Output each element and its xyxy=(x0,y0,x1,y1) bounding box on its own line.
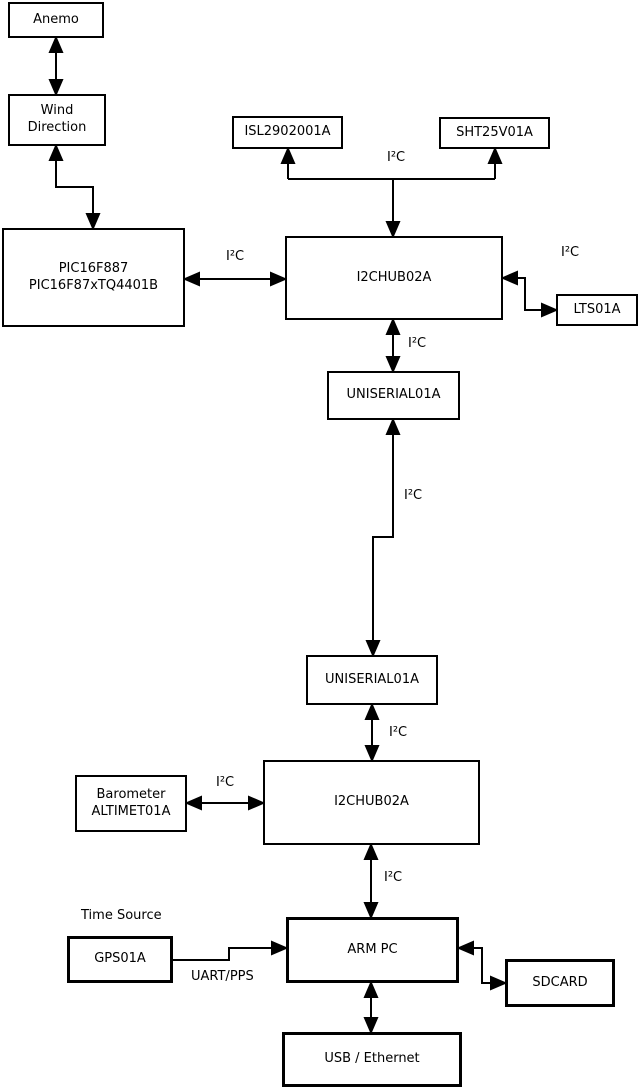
edge-gps-armpc xyxy=(173,940,289,961)
node-anemo-label: Anemo xyxy=(33,11,79,27)
node-i2chub02a-2-label: I2CHUB02A xyxy=(334,794,409,810)
edge-hub1-uniserial1 xyxy=(385,317,401,374)
edge-label-i2c-pic-hub: I²C xyxy=(226,249,245,264)
node-barometer-altimet01a-label: Barometer ALTIMET01A xyxy=(91,786,171,819)
edge-pic-hub1 xyxy=(182,271,288,287)
node-sht25v01a-label: SHT25V01A xyxy=(456,124,533,140)
edge-armpc-sdcard xyxy=(456,940,508,991)
node-uniserial01a-1: UNISERIAL01A xyxy=(327,371,460,420)
node-i2chub02a-1: I2CHUB02A xyxy=(285,236,503,320)
node-sdcard-label: SDCARD xyxy=(532,974,588,990)
edge-label-i2c-top: I²C xyxy=(387,150,406,165)
node-i2chub02a-1-label: I2CHUB02A xyxy=(356,269,432,285)
node-wind-direction: Wind Direction xyxy=(8,94,106,146)
node-arm-pc: ARM PC xyxy=(286,917,459,983)
node-isl2902001a: ISL2902001A xyxy=(232,116,343,149)
node-sdcard: SDCARD xyxy=(505,959,615,1007)
node-lts01a-label: LTS01A xyxy=(573,301,621,317)
edge-label-i2c-hub2-armpc: I²C xyxy=(384,870,403,885)
edge-anemo-wind xyxy=(48,35,64,97)
edge-label-i2c-barometer: I²C xyxy=(216,775,235,790)
node-wind-direction-label: Wind Direction xyxy=(27,103,87,135)
node-isl2902001a-label: ISL2902001A xyxy=(244,124,331,140)
node-sht25v01a: SHT25V01A xyxy=(439,117,550,149)
edge-label-i2c-lts: I²C xyxy=(561,245,580,260)
edge-label-uart-pps: UART/PPS xyxy=(191,969,254,984)
edge-wind-pic xyxy=(48,143,101,231)
node-anemo: Anemo xyxy=(8,2,104,38)
edge-hub1-top-bus xyxy=(280,146,503,239)
node-pic16f887: PIC16F887 PIC16F87xTQ4401B xyxy=(2,228,185,327)
node-barometer-altimet01a: Barometer ALTIMET01A xyxy=(75,775,187,832)
edge-barometer-hub2 xyxy=(184,795,266,811)
node-uniserial01a-1-label: UNISERIAL01A xyxy=(346,387,441,403)
edge-hub2-armpc xyxy=(363,842,379,920)
node-i2chub02a-2: I2CHUB02A xyxy=(263,760,480,845)
edge-uniserial1-uniserial2 xyxy=(365,417,401,658)
edge-label-i2c-uni2-hub2: I²C xyxy=(389,725,408,740)
node-lts01a: LTS01A xyxy=(556,294,638,326)
node-arm-pc-label: ARM PC xyxy=(347,941,398,957)
node-usb-ethernet: USB / Ethernet xyxy=(282,1032,462,1087)
edge-uniserial2-hub2 xyxy=(364,702,380,763)
node-usb-ethernet-label: USB / Ethernet xyxy=(324,1051,420,1067)
node-uniserial01a-2-label: UNISERIAL01A xyxy=(325,671,419,687)
edge-label-i2c-long: I²C xyxy=(404,488,423,503)
node-gps01a-label: GPS01A xyxy=(94,951,146,967)
edge-armpc-usb xyxy=(363,980,379,1035)
node-uniserial01a-2: UNISERIAL01A xyxy=(306,655,438,705)
edge-label-time-source: Time Source xyxy=(81,908,162,923)
edge-hub1-lts xyxy=(500,270,559,318)
node-pic16f887-label: PIC16F887 PIC16F87xTQ4401B xyxy=(28,260,159,293)
edge-label-i2c-hub1-uni1: I²C xyxy=(408,336,427,351)
node-gps01a: GPS01A xyxy=(67,936,173,983)
